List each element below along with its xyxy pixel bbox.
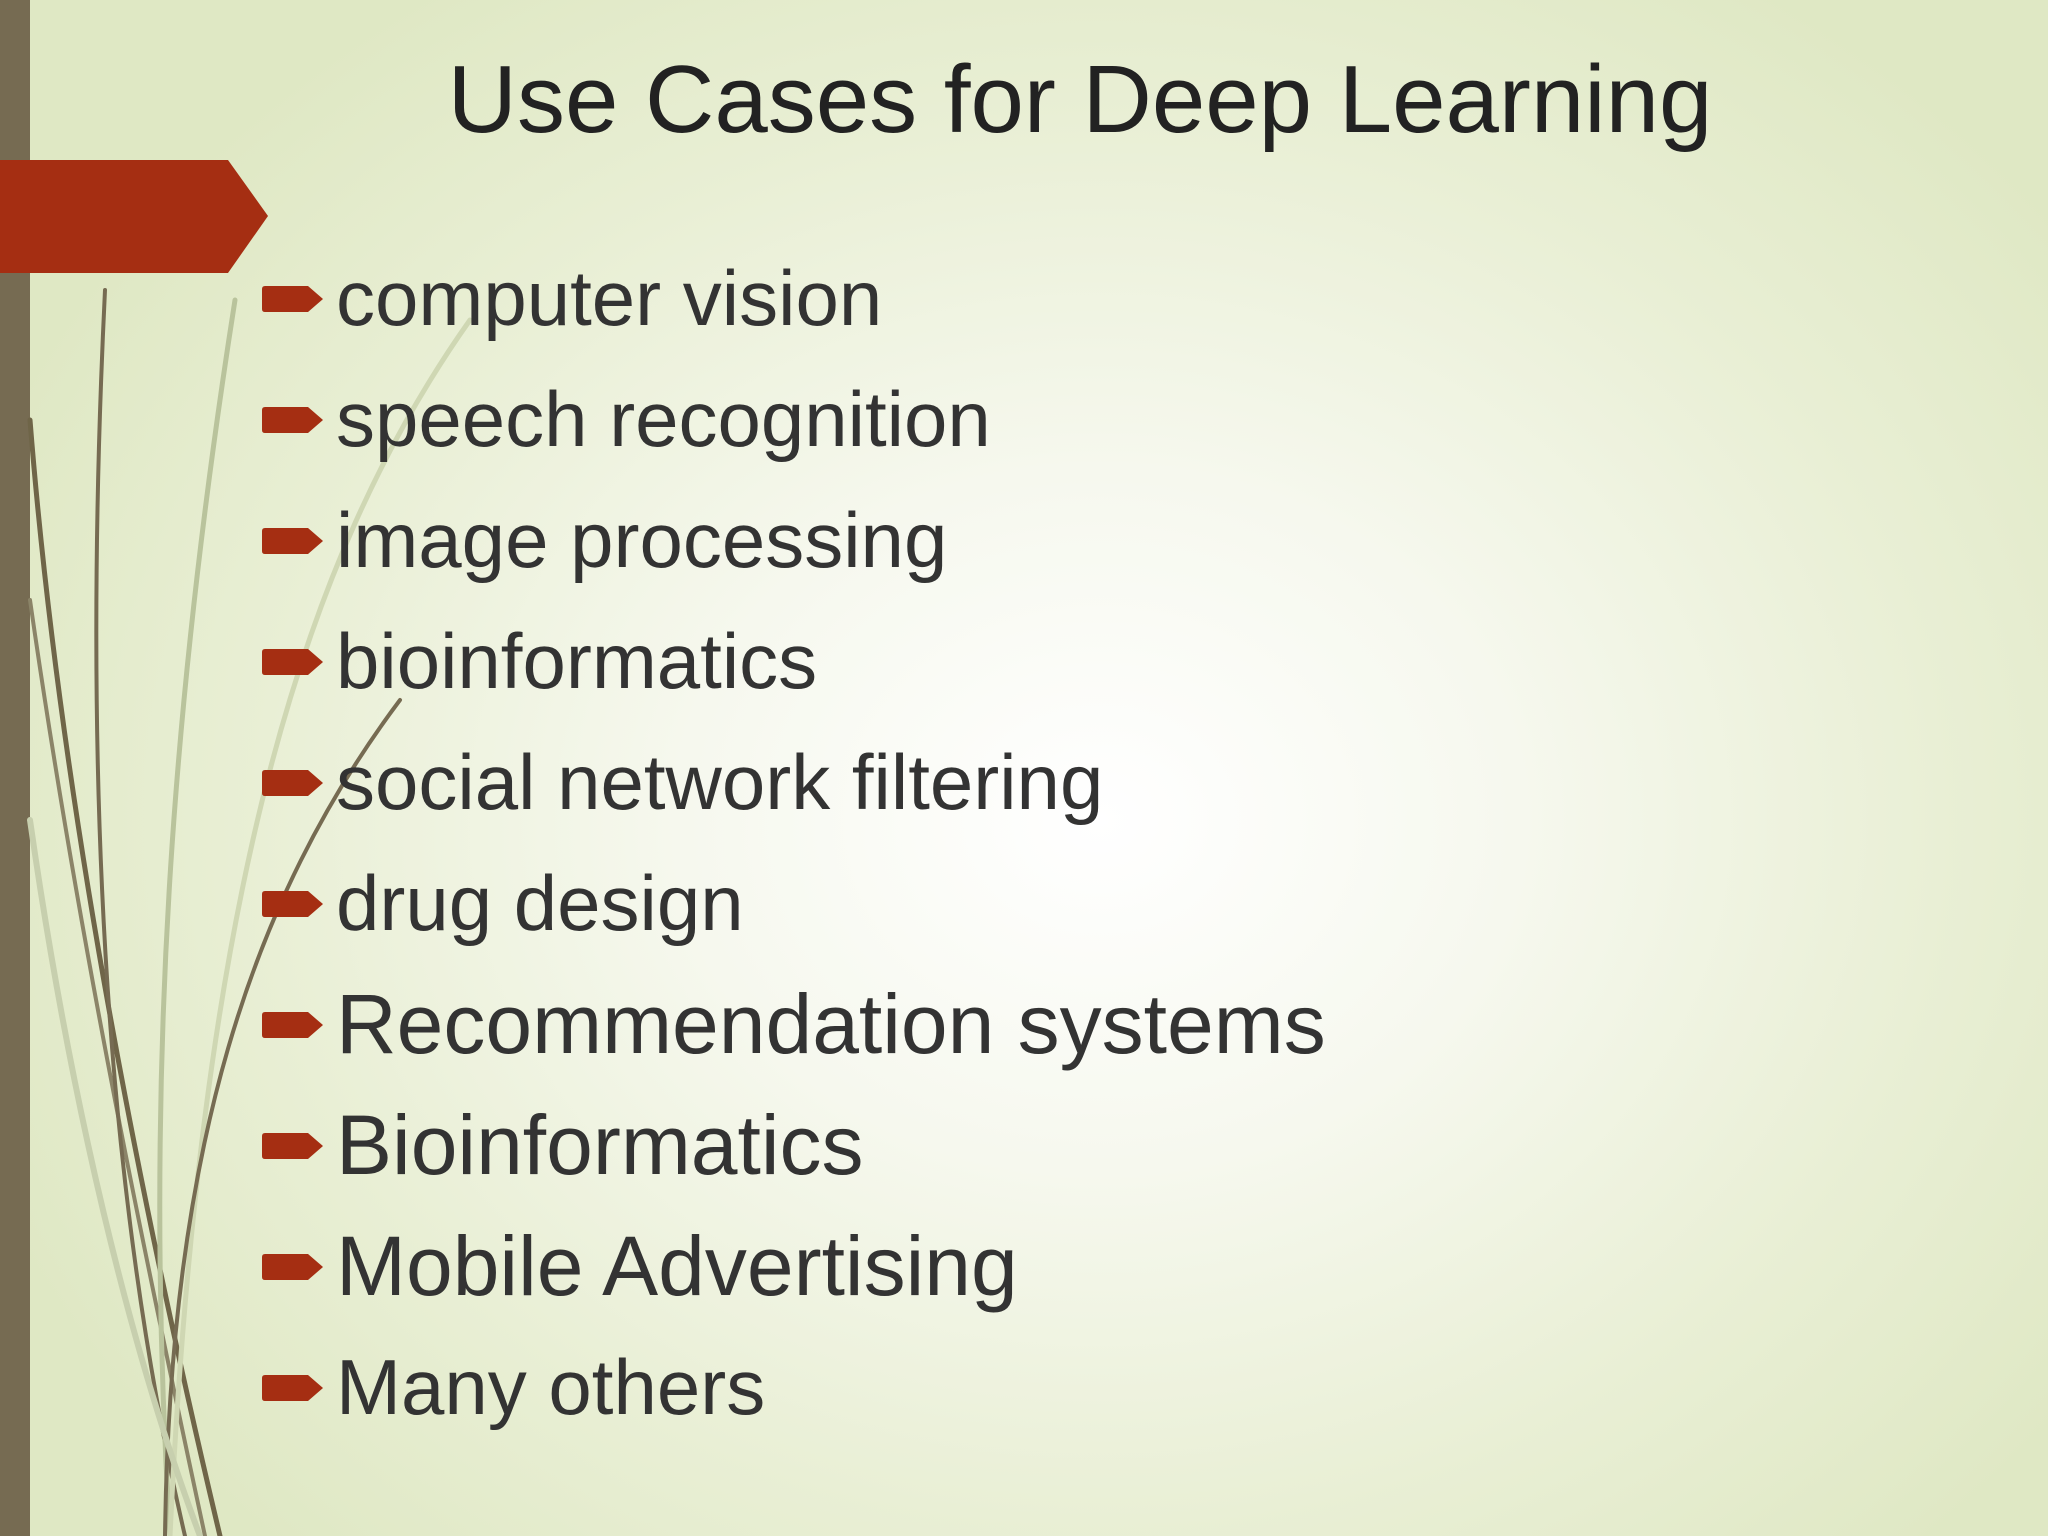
list-item: Bioinformatics [258,1085,1326,1206]
arrow-bullet-icon [262,1011,323,1038]
red-arrow-banner [0,160,268,273]
arrow-bullet-icon [262,1374,323,1401]
bullet-label: image processing [336,496,948,584]
bullet-label: Mobile Advertising [336,1219,1018,1313]
list-item: computer vision [258,238,1326,359]
bullet-label: Recommendation systems [336,977,1326,1071]
list-item: Many others [258,1327,1326,1448]
list-item: Recommendation systems [258,964,1326,1085]
arrow-bullet-icon [262,1253,323,1280]
bullet-list: computer vision speech recognition image… [258,238,1326,1448]
list-item: drug design [258,843,1326,964]
bullet-label: Bioinformatics [336,1098,864,1192]
arrow-bullet-icon [262,527,323,554]
arrow-bullet-icon [262,1132,323,1159]
list-item: social network filtering [258,722,1326,843]
bullet-label: computer vision [336,254,883,342]
arrow-bullet-icon [262,648,323,675]
bullet-label: drug design [336,859,744,947]
arrow-bullet-icon [262,769,323,796]
slide-title: Use Cases for Deep Learning [447,46,1713,153]
arrow-bullet-icon [262,285,323,312]
bullet-label: social network filtering [336,738,1104,826]
bullet-label: bioinformatics [336,617,818,705]
list-item: image processing [258,480,1326,601]
list-item: bioinformatics [258,601,1326,722]
bullet-label: Many others [336,1343,766,1431]
list-item: Mobile Advertising [258,1206,1326,1327]
list-item: speech recognition [258,359,1326,480]
bullet-label: speech recognition [336,375,991,463]
arrow-bullet-icon [262,890,323,917]
arrow-bullet-icon [262,406,323,433]
